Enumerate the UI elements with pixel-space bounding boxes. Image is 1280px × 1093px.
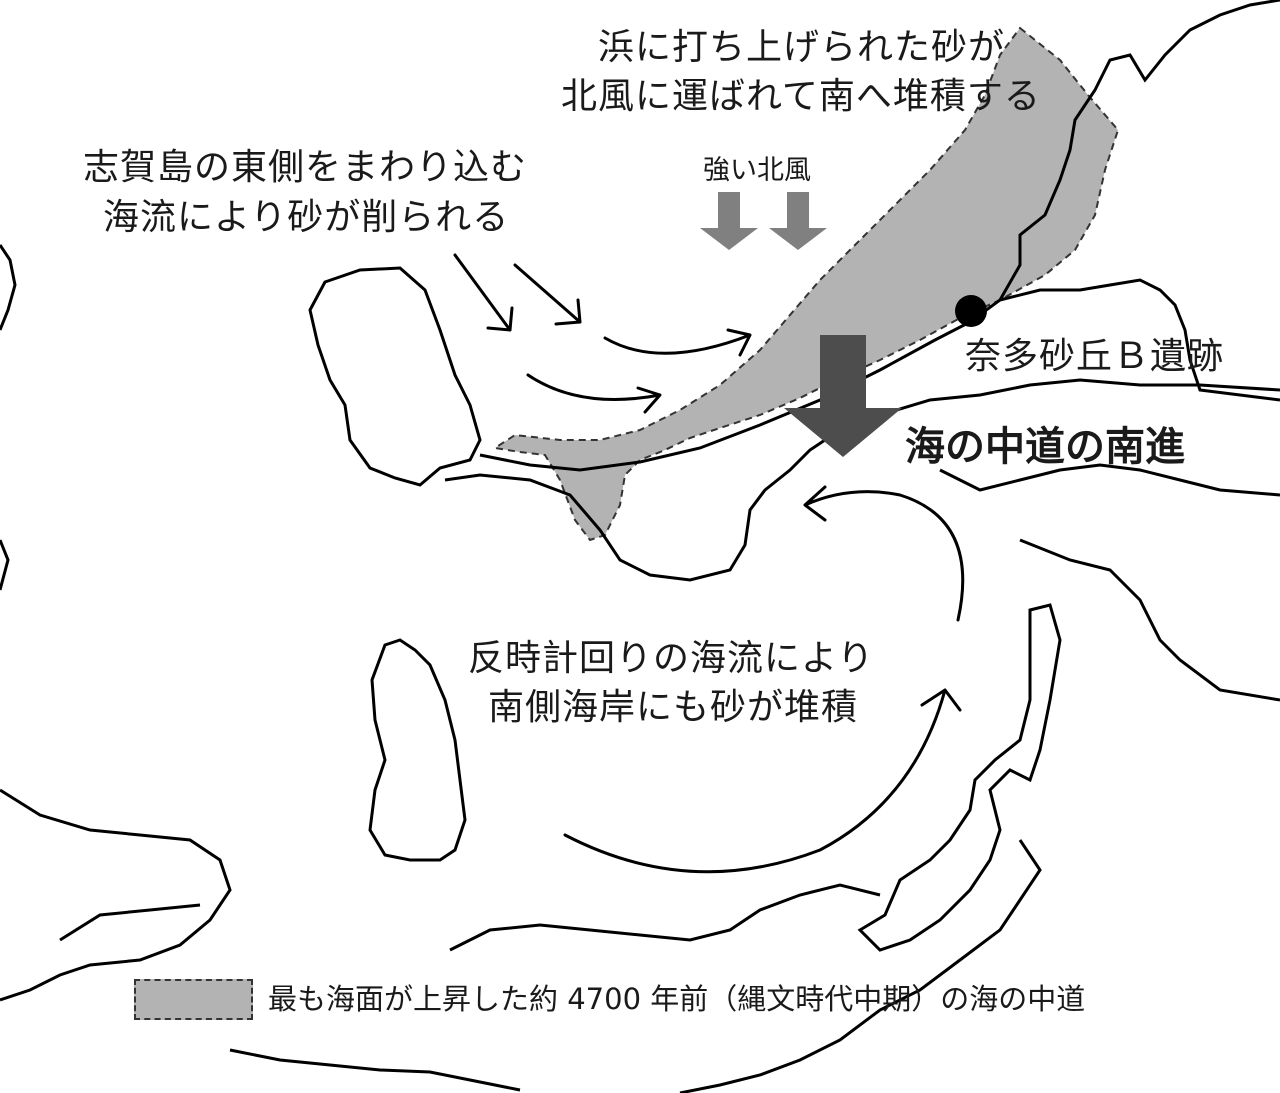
- south-shore-city: [679, 839, 1042, 1093]
- site-marker-icon: [955, 295, 987, 327]
- north-wind-arrow-1: [700, 192, 758, 250]
- umi-no-nakamichi-spit: [479, 0, 1280, 472]
- ccw-current-arrow-upper: [803, 485, 965, 622]
- shika-note-line2: 海流により砂が削られる: [103, 197, 510, 238]
- ccw-note-line2: 南側海岸にも砂が堆積: [488, 687, 859, 728]
- north-wind-label: 強い北風: [703, 155, 811, 186]
- legend-label: 最も海面が上昇した約 4700 年前（縄文時代中期）の海の中道: [268, 982, 1086, 1016]
- west-coast-inner: [59, 903, 201, 942]
- southward-arrow: [784, 335, 902, 457]
- shika-note-line1: 志賀島の東側をまわり込む: [83, 147, 528, 188]
- current-arrow-3: [603, 328, 752, 357]
- ancient-sandbar-area: [492, 26, 1120, 542]
- ccw-note-line1: 反時計回りの海流により: [468, 638, 875, 679]
- ccw-current-arrow-lower: [563, 688, 962, 874]
- left-edge-coast: [0, 244, 17, 331]
- sand-note-line1: 浜に打ち上げられた砂が: [598, 27, 1006, 68]
- south-bay-shore-2: [449, 883, 881, 952]
- west-coast: [0, 788, 232, 1002]
- shikanoshima-island: [308, 266, 482, 487]
- sand-note-line2: 北風に運ばれて南へ堆積する: [561, 76, 1041, 117]
- harbor-piers: [857, 603, 1062, 952]
- legend-swatch: [134, 979, 253, 1020]
- current-arrow-2: [513, 263, 582, 326]
- nokonoshima-island: [368, 638, 467, 862]
- left-edge-coast-2: [0, 539, 10, 591]
- site-label: 奈多砂丘Ｂ遺跡: [965, 336, 1225, 377]
- current-arrow-1: [453, 253, 514, 332]
- south-bay-shore: [229, 1048, 521, 1092]
- harbor-coast: [1019, 538, 1280, 702]
- spit-south-shore: [444, 378, 1280, 582]
- fukuoka-east-shore: [939, 463, 1280, 497]
- nata-coast: [999, 278, 1280, 402]
- current-arrow-4: [526, 373, 662, 414]
- southward-label: 海の中道の南進: [905, 424, 1185, 470]
- north-wind-arrow-2: [769, 192, 827, 250]
